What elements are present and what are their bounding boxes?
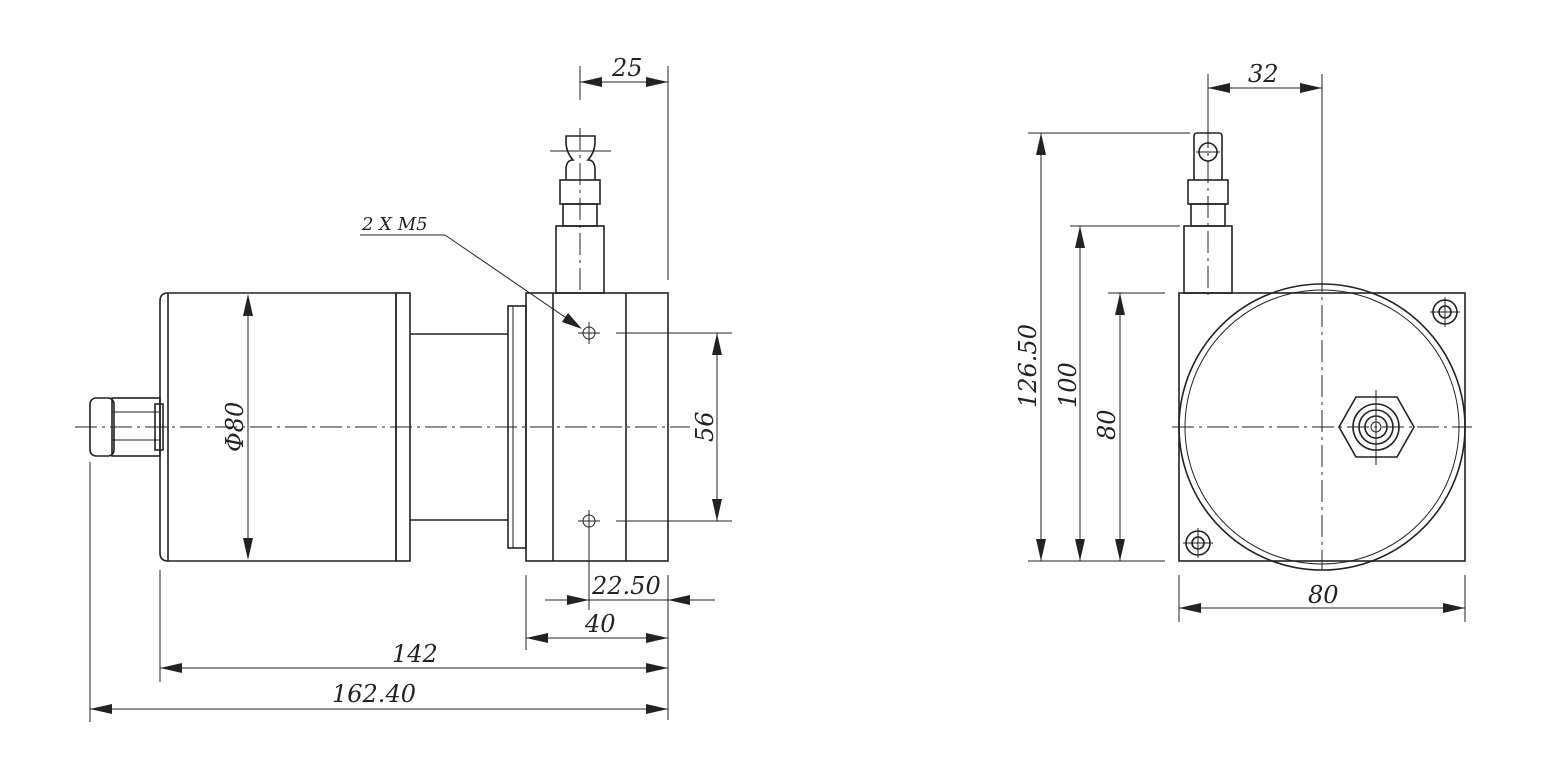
dim-32: 32 <box>1207 60 1323 272</box>
dim-80-horizontal: 80 <box>1178 575 1466 622</box>
dim-162-40: 162.40 <box>89 462 668 722</box>
side-view: 2 X M5 25 56 Φ80 22 <box>75 54 732 722</box>
dim-162-40-label: 162.40 <box>332 680 416 708</box>
dim-80-horizontal-label: 80 <box>1308 581 1339 609</box>
dim-22-50-label: 22.50 <box>591 572 661 600</box>
screw-top-right <box>1430 297 1460 327</box>
dim-126-50-label: 126.50 <box>1014 324 1042 408</box>
m5-hole-bottom <box>578 510 600 532</box>
screw-bottom-left <box>1183 528 1213 558</box>
dim-56: 56 <box>616 332 732 522</box>
front-cable-outlet <box>1183 126 1233 295</box>
dim-40-label: 40 <box>584 610 616 638</box>
dim-25-label: 25 <box>611 54 643 82</box>
dim-126-50: 126.50 <box>1014 132 1190 562</box>
dim-80-vertical-label: 80 <box>1093 409 1121 440</box>
dim-142-label: 142 <box>392 640 438 668</box>
dim-142: 142 <box>159 570 669 720</box>
hex-connector <box>1338 390 1415 465</box>
front-view: 32 126.50 100 80 <box>1014 60 1472 622</box>
cylinder-body <box>159 292 411 562</box>
m5-callout: 2 X M5 <box>360 214 582 329</box>
dim-22-50: 22.50 <box>545 532 715 610</box>
dim-40: 40 <box>525 575 668 650</box>
m5-hole-top <box>578 322 600 344</box>
neck <box>410 305 527 549</box>
dim-25: 25 <box>579 54 669 280</box>
cable-outlet <box>550 128 611 294</box>
dim-56-label: 56 <box>691 411 719 442</box>
dim-32-label: 32 <box>1248 60 1279 88</box>
dim-phi80-label: Φ80 <box>221 402 249 452</box>
m5-callout-label: 2 X M5 <box>361 214 428 235</box>
dim-100-label: 100 <box>1054 362 1082 408</box>
dim-100: 100 <box>1054 225 1180 561</box>
dim-80-vertical: 80 <box>1093 292 1165 561</box>
